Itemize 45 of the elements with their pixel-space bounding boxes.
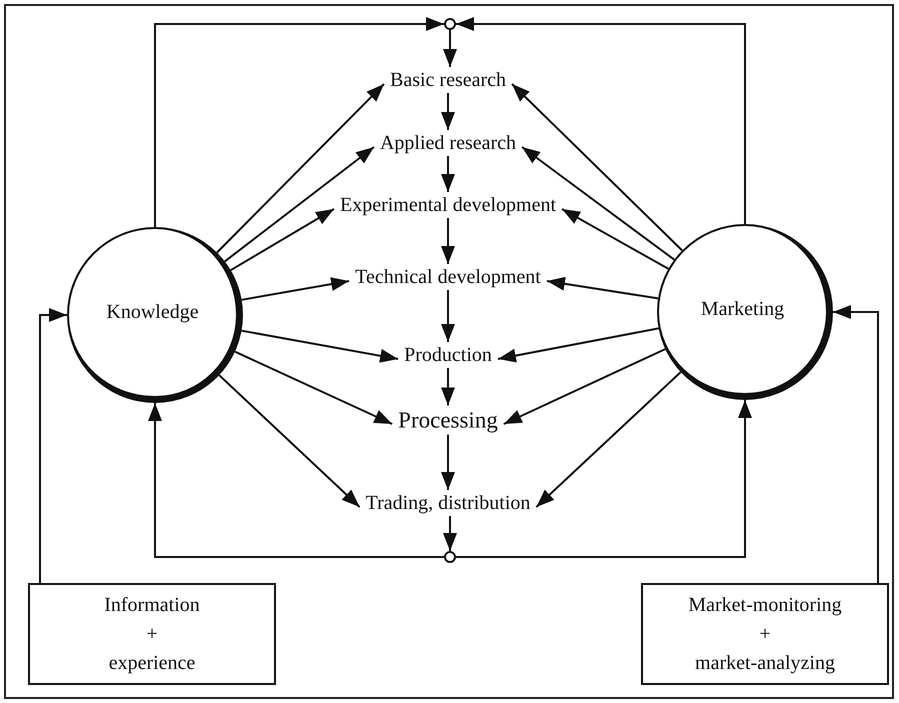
source-box (28, 583, 276, 685)
arrow (230, 208, 334, 272)
arrow (441, 156, 455, 192)
arrow (443, 516, 457, 551)
arrow (498, 327, 659, 362)
node-label: Knowledge (106, 301, 199, 324)
box-text: Market-monitoring + market-analyzing (687, 592, 843, 676)
junction-circle (444, 18, 456, 30)
arrow (536, 371, 682, 508)
arrow (441, 218, 455, 264)
box-text: Information + experience (103, 592, 201, 676)
stage-label: Production (404, 344, 492, 366)
stage-label: Experimental development (340, 194, 556, 216)
arrow (216, 83, 385, 254)
stage-label: Processing (398, 407, 498, 433)
circle-node (67, 227, 243, 403)
arrow (441, 290, 455, 342)
arrow (242, 277, 350, 301)
arrow (154, 17, 444, 227)
arrow (456, 400, 752, 558)
arrow (224, 146, 375, 262)
arrow (521, 146, 675, 260)
stage-label: Applied research (380, 132, 516, 154)
arrow (234, 350, 393, 425)
arrow (503, 348, 666, 425)
node-label: Marketing (700, 298, 784, 321)
stage-label: Basic research (390, 69, 506, 91)
arrow (441, 93, 455, 130)
arrow (441, 368, 455, 406)
arrow (511, 83, 683, 252)
source-box (641, 583, 889, 685)
arrow (833, 305, 879, 583)
arrow (456, 17, 746, 224)
arrow (218, 374, 360, 508)
junction-circle (444, 551, 456, 563)
arrow (148, 403, 444, 558)
arrow (443, 30, 457, 67)
arrow (39, 308, 67, 583)
arrow (241, 330, 398, 363)
arrow (562, 208, 669, 270)
arrow (441, 434, 455, 490)
arrow (546, 276, 658, 300)
stage-label: Technical development (355, 266, 541, 288)
stage-label: Trading, distribution (366, 492, 530, 514)
circle-node (657, 224, 833, 400)
